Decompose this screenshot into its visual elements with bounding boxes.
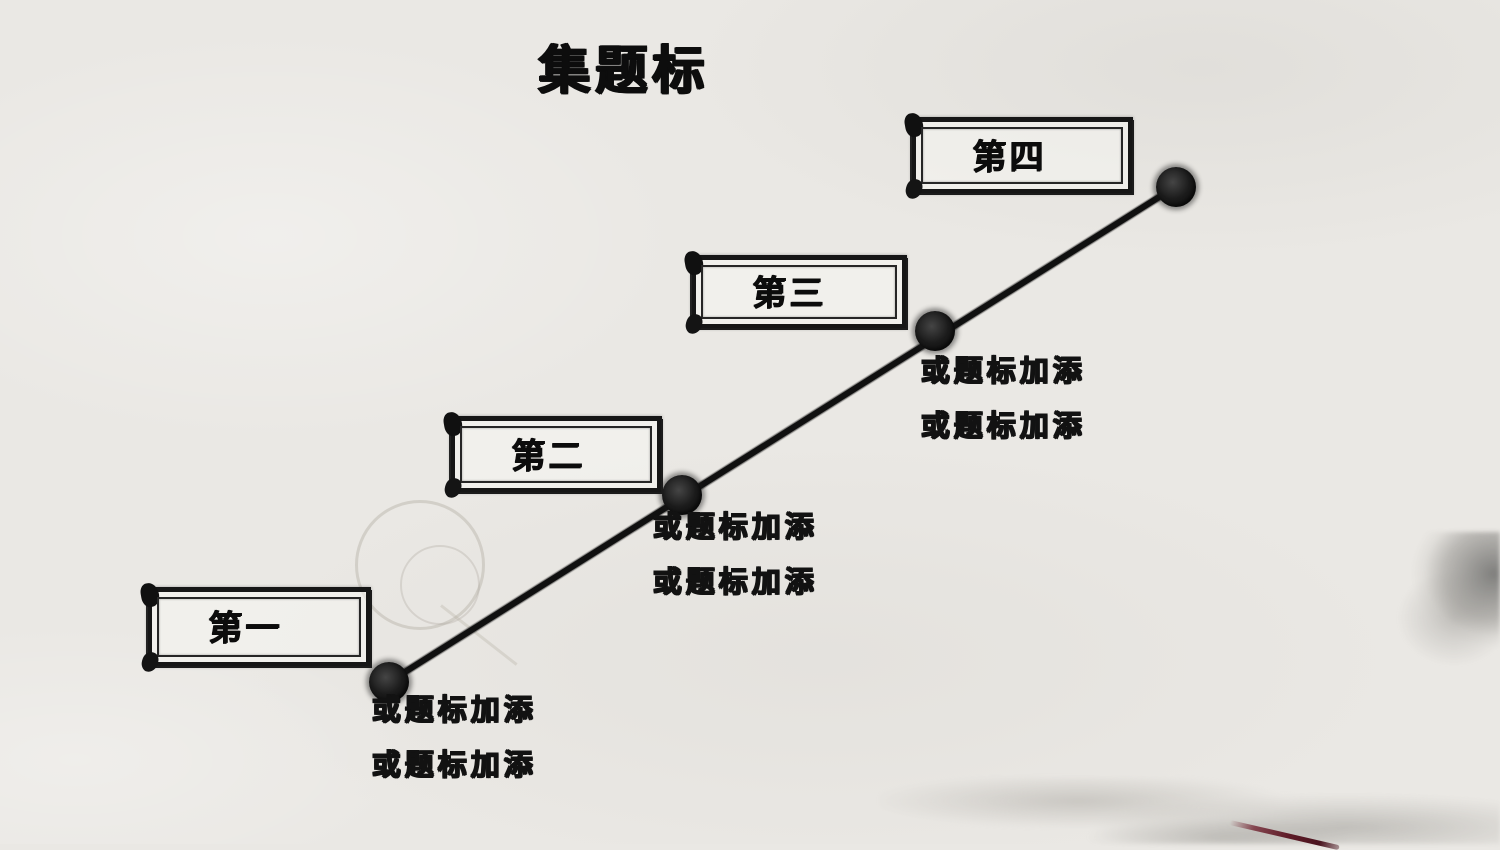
step-label-1: 第一	[208, 609, 282, 648]
step-box-3[interactable]: 第三	[692, 256, 906, 328]
timeline-dot-2	[662, 475, 702, 515]
timeline-dot-3	[915, 311, 955, 351]
step-label-2: 第二	[511, 437, 585, 476]
step-text-1-line-1: 或题标加添	[371, 694, 537, 726]
step-text-1-line-2: 或题标加添	[371, 749, 537, 781]
timeline-dot-4	[1156, 167, 1196, 207]
slide-title[interactable]: 集题标	[538, 42, 710, 100]
step-text-2-line-1: 或题标加添	[652, 511, 818, 543]
ink-cloud-decoration	[1385, 532, 1500, 722]
step-label-3: 第三	[752, 274, 826, 313]
step-box-2[interactable]: 第二	[451, 417, 661, 492]
step-box-3-inner-frame	[701, 265, 897, 319]
step-box-4[interactable]: 第四	[912, 118, 1132, 193]
step-text-1[interactable]: 或题标加添 或题标加添	[371, 683, 536, 793]
step-box-2-inner-frame	[460, 426, 652, 483]
step-text-3-line-1: 或题标加添	[920, 355, 1086, 387]
ink-wash-decoration	[880, 778, 1500, 844]
step-text-3-line-2: 或题标加添	[920, 410, 1086, 442]
step-box-1-inner-frame	[157, 597, 361, 657]
timeline-dot-1	[369, 662, 409, 702]
step-box-1[interactable]: 第一	[148, 588, 370, 666]
step-label-4: 第四	[972, 138, 1046, 177]
step-text-2[interactable]: 或题标加添 或题标加添	[652, 500, 817, 610]
step-text-2-line-2: 或题标加添	[652, 566, 818, 598]
step-box-4-inner-frame	[921, 127, 1123, 184]
step-text-3[interactable]: 或题标加添 或题标加添	[920, 344, 1085, 454]
